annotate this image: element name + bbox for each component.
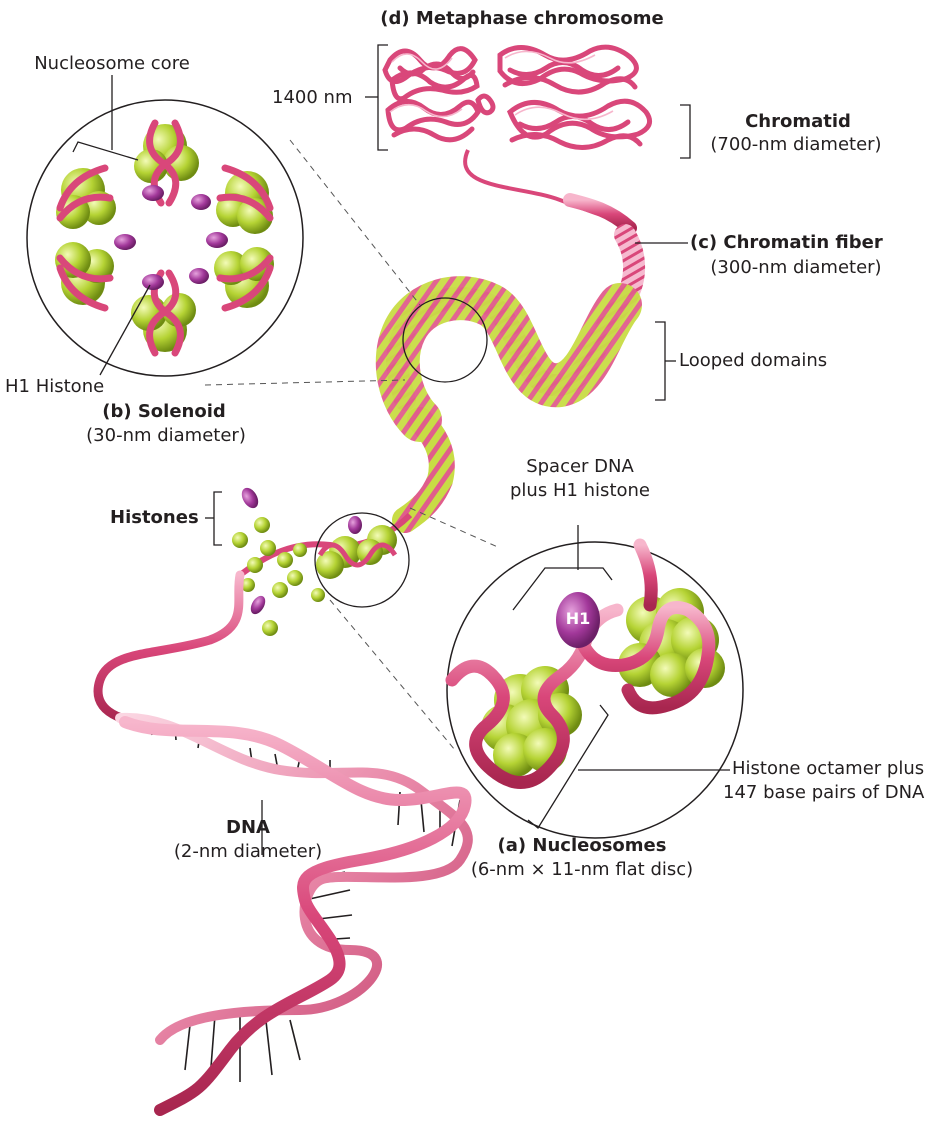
scale-1400nm-label: 1400 nm — [272, 87, 353, 108]
spacer-dna-label-line2: plus H1 histone — [510, 480, 650, 501]
dna-diameter: (2-nm diameter) — [173, 841, 323, 862]
free-histones — [232, 487, 325, 636]
looped-domains-label: Looped domains — [679, 350, 828, 371]
annotation-leaders — [72, 44, 730, 855]
nucleosomes-size: (6-nm × 11-nm flat disc) — [470, 859, 694, 880]
chromatin-fiber-title: (c) Chromatin fiber — [690, 232, 883, 253]
dna-double-helix — [115, 712, 473, 1116]
solenoid-zoom — [26, 99, 304, 377]
chromatid-title: Chromatid — [745, 111, 851, 132]
chromatin-fiber-diameter: (300-nm diameter) — [710, 257, 882, 278]
h1-histone-label: H1 Histone — [5, 376, 105, 397]
solenoid-title: (b) Solenoid — [102, 401, 226, 422]
projection-lines — [204, 139, 501, 751]
metaphase-chromosome — [382, 44, 653, 150]
h1-histone-oval — [556, 592, 600, 648]
nucleosome-zoom-marker — [314, 512, 410, 608]
chromatid-diameter: (700-nm diameter) — [710, 134, 882, 155]
dna-strand — [93, 570, 245, 727]
solenoid-diameter: (30-nm diameter) — [86, 425, 246, 446]
histones-label: Histones — [110, 507, 199, 528]
nucleosome-zoom — [445, 538, 744, 839]
solenoid-ring — [55, 119, 274, 357]
spacer-dna-label-line1: Spacer DNA — [526, 456, 634, 477]
nucleosomes-title: (a) Nucleosomes — [497, 835, 667, 856]
octamer-label-line1: Histone octamer plus — [732, 758, 925, 779]
solenoid-strand — [392, 407, 455, 533]
dna-title: DNA — [226, 817, 270, 838]
octamer-label-line2: 147 base pairs of DNA — [723, 782, 925, 803]
solenoid-zoom-marker — [402, 297, 488, 383]
h1-badge-label: H1 — [565, 609, 591, 628]
metaphase-chromosome-title: (d) Metaphase chromosome — [380, 8, 664, 29]
nucleosome-core-label: Nucleosome core — [34, 53, 190, 74]
